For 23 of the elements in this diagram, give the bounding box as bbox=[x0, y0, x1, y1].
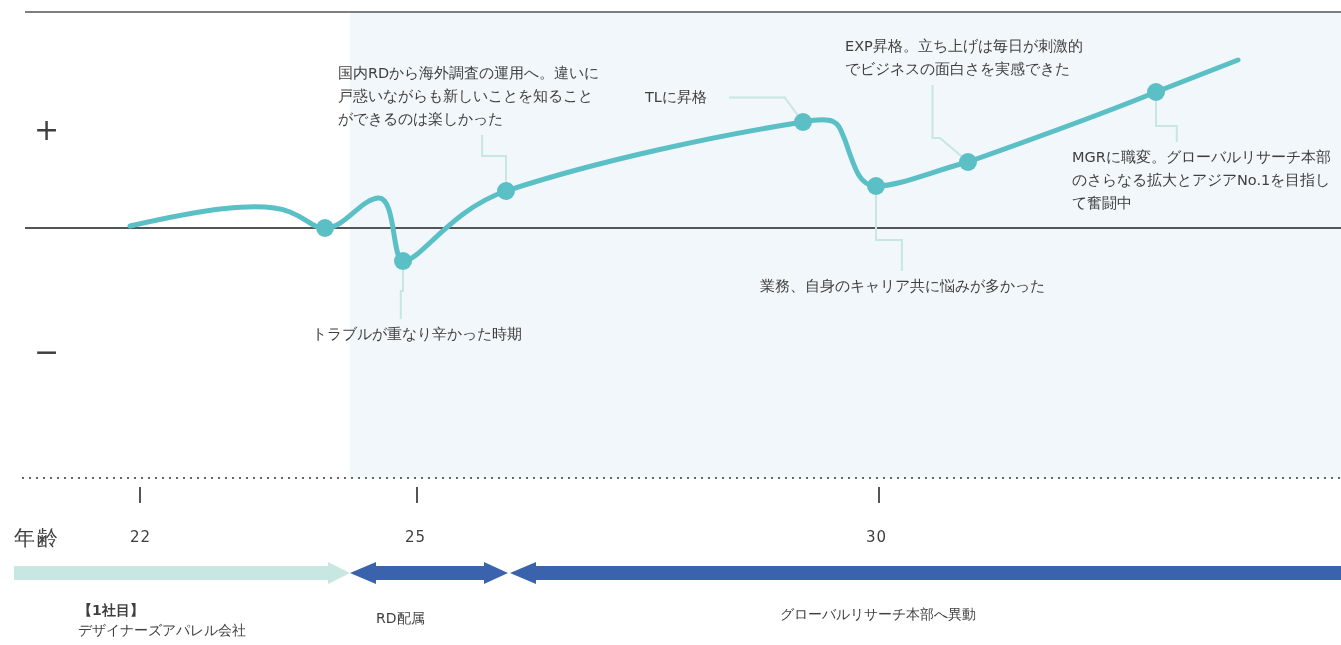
leader-line bbox=[1155, 100, 1178, 143]
callout-text: 国内RDから海外調査の運用へ。違いに戸惑いながらも新しいことを知ることができるのは楽しかった bbox=[338, 62, 600, 131]
callout-text: MGRに職変。グローバルリサーチ本部のさらなる拡大とアジアNo.1を目指して奮闘中 bbox=[1072, 146, 1334, 215]
axis-sign: + bbox=[34, 112, 60, 147]
leader-line bbox=[399, 269, 404, 320]
age-label: 25 bbox=[405, 528, 427, 546]
period-label: デザイナーズアパレル会社 bbox=[78, 622, 246, 640]
period-label: 【1社目】 bbox=[78, 602, 144, 620]
callout-text: TLに昇格 bbox=[645, 86, 725, 109]
period-label: RD配属 bbox=[376, 610, 425, 628]
age-label: 30 bbox=[866, 528, 888, 546]
period-label: グローバルリサーチ本部へ異動 bbox=[780, 606, 976, 624]
age-label: 22 bbox=[130, 528, 152, 546]
leader-line bbox=[875, 194, 903, 272]
callout-text: 業務、自身のキャリア共に悩みが多かった bbox=[760, 275, 1090, 298]
leader-line bbox=[931, 84, 963, 158]
callout-text: トラブルが重なり辛かった時期 bbox=[312, 323, 552, 346]
data-point bbox=[316, 219, 334, 237]
axis-sign: − bbox=[34, 334, 60, 369]
leader-line bbox=[481, 134, 507, 183]
callout-text: EXP昇格。立ち上げは毎日が刺激的でビジネスの面白さを実感できた bbox=[845, 35, 1095, 81]
leader-line bbox=[728, 96, 799, 116]
axis-title: 年齢 bbox=[14, 525, 60, 552]
